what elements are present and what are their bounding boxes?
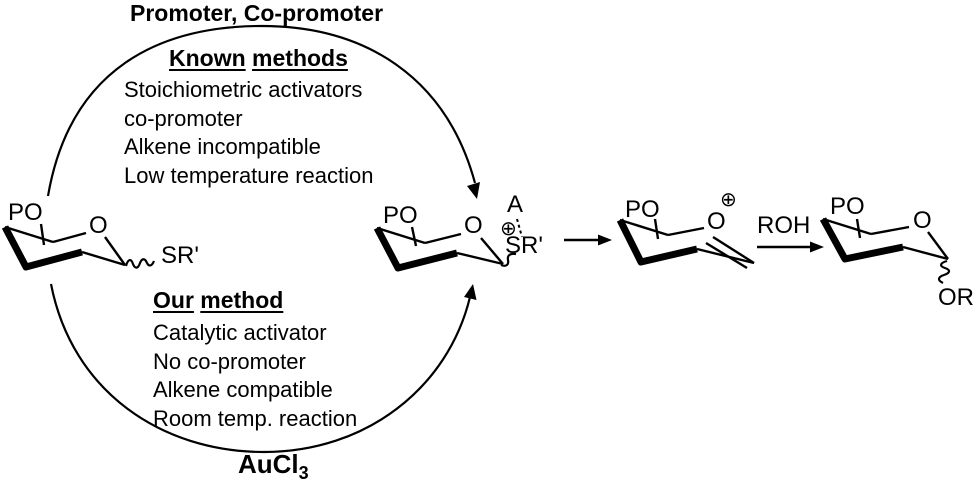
m2-thioether-label: SR' <box>505 232 543 259</box>
po-bond <box>410 226 418 247</box>
catalyst-label: AuCl3 <box>238 449 309 484</box>
m1-ring-oxygen-label: O <box>89 212 108 239</box>
oxocarbenium-structure <box>616 218 755 270</box>
m2-protecting-group-label: PO <box>383 202 418 229</box>
m2-plus-charge-icon: ⊕ <box>500 216 517 240</box>
anomeric-squiggle-bond <box>124 258 156 269</box>
anomeric-squiggle-bond <box>937 259 951 284</box>
our-method-heading-word1: Our <box>153 287 194 313</box>
our-method-list: Catalytic activator No co-promoter Alken… <box>153 319 357 433</box>
our-method-heading-word2: method <box>200 287 284 313</box>
bold-front-edge <box>819 217 904 263</box>
po-bond <box>855 218 862 239</box>
our-method-item: Room temp. reaction <box>153 405 358 431</box>
m3-protecting-group-label: PO <box>625 196 660 223</box>
m3-ring-oxygen-label: O <box>707 208 726 235</box>
m4-anomeric-group-label: OR <box>938 284 974 311</box>
m3-plus-charge-icon: ⊕ <box>720 187 737 211</box>
our-method-item: No co-promoter <box>153 348 306 374</box>
reaction-arrow-ionization <box>564 234 612 246</box>
m2-activator-label: A <box>507 191 524 218</box>
glycoside-product-structure <box>819 217 951 284</box>
m4-protecting-group-label: PO <box>830 193 865 220</box>
known-method-item: co-promoter <box>124 105 243 131</box>
m2-ring-oxygen-label: O <box>464 212 483 239</box>
known-method-item: Low temperature reaction <box>124 162 374 188</box>
thioglycoside-structure <box>1 223 156 271</box>
arrowhead-right <box>598 234 612 246</box>
known-methods-heading-word1: Known <box>169 45 246 71</box>
arrowhead-up <box>464 284 477 300</box>
reaction-arrow-glycosylation <box>757 241 824 253</box>
known-method-item: Alkene incompatible <box>124 134 321 159</box>
known-methods-heading-word2: methods <box>252 45 348 71</box>
our-method-heading: Our method <box>153 288 283 312</box>
m1-thioether-label: SR' <box>161 242 199 269</box>
double-bond-outer <box>712 235 755 265</box>
bold-front-edge <box>1 225 83 271</box>
po-bond <box>653 218 660 240</box>
anomeric-squiggle-bond <box>500 252 517 267</box>
catalyst-subscript: 3 <box>298 463 309 484</box>
known-methods-arc-arrow <box>46 24 480 199</box>
bold-front-edge <box>616 218 698 266</box>
known-methods-list: Stoichiometric activators co-promoter Al… <box>124 76 373 190</box>
m4-ring-oxygen-label: O <box>913 207 932 234</box>
our-method-item: Catalytic activator <box>153 320 327 345</box>
known-methods-heading: Known methods <box>169 46 348 70</box>
po-bond <box>39 223 46 246</box>
arrowhead-down <box>467 182 480 199</box>
promoter-label: Promoter, Co-promoter <box>130 0 384 26</box>
reagent-label: ROH <box>757 212 811 239</box>
catalyst-formula: AuCl <box>238 449 299 479</box>
arrowhead-right <box>810 241 824 253</box>
our-method-item: Alkene compatible <box>153 377 333 402</box>
bold-front-edge <box>373 226 458 272</box>
m1-protecting-group-label: PO <box>8 199 43 226</box>
our-method-arc-arrow <box>49 283 477 454</box>
known-method-item: Stoichiometric activators <box>124 77 363 102</box>
activated-intermediate-structure <box>373 218 523 272</box>
